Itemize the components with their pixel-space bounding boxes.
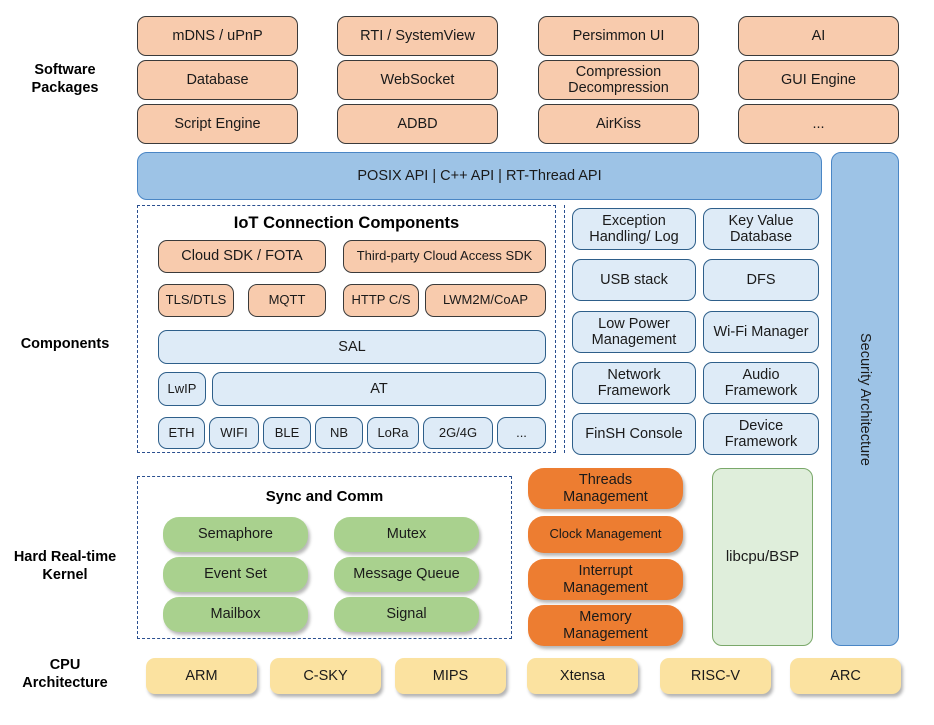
component-box[interactable]: Network Framework	[572, 362, 696, 404]
kernel-sync-box[interactable]: Signal	[334, 597, 479, 632]
iot-protocol-box[interactable]: HTTP C/S	[343, 284, 419, 317]
kernel-sync-box[interactable]: Message Queue	[334, 557, 479, 592]
cpu-arch-box[interactable]: ARC	[790, 658, 901, 694]
row-label-cpu: CPU Architecture	[22, 657, 108, 692]
iot-sal-box[interactable]: SAL	[158, 330, 546, 364]
package-box[interactable]: RTI / SystemView	[337, 16, 498, 56]
component-box[interactable]: DFS	[703, 259, 819, 301]
iot-protocol-box[interactable]: MQTT	[248, 284, 326, 317]
iot-protocol-box[interactable]: LWM2M/CoAP	[425, 284, 546, 317]
security-architecture-label: Security Architecture	[857, 332, 874, 466]
kernel-management-box[interactable]: Clock Management	[528, 516, 683, 553]
package-box[interactable]: WebSocket	[337, 60, 498, 100]
cpu-arch-box[interactable]: RISC-V	[660, 658, 771, 694]
component-box[interactable]: FinSH Console	[572, 413, 696, 455]
kernel-sync-box[interactable]: Mailbox	[163, 597, 308, 632]
iot-phy-box[interactable]: ETH	[158, 417, 205, 449]
package-box[interactable]: AirKiss	[538, 104, 699, 144]
cpu-arch-box[interactable]: MIPS	[395, 658, 506, 694]
row-label-kernel: Hard Real-time Kernel	[13, 549, 117, 584]
package-box[interactable]: Persimmon UI	[538, 16, 699, 56]
package-box[interactable]: ADBD	[337, 104, 498, 144]
kernel-sync-box[interactable]: Semaphore	[163, 517, 308, 552]
package-box[interactable]: Database	[137, 60, 298, 100]
kernel-management-box[interactable]: Threads Management	[528, 468, 683, 509]
cpu-arch-box[interactable]: C-SKY	[270, 658, 381, 694]
kernel-sync-box[interactable]: Mutex	[334, 517, 479, 552]
component-box[interactable]: Key Value Database	[703, 208, 819, 250]
sync-and-comm-frame	[137, 476, 512, 639]
libcpu-bsp-box[interactable]: libcpu/BSP	[712, 468, 813, 646]
iot-connection-components-frame	[137, 205, 556, 453]
iot-protocol-box[interactable]: TLS/DTLS	[158, 284, 234, 317]
package-box[interactable]: mDNS / uPnP	[137, 16, 298, 56]
package-box[interactable]: GUI Engine	[738, 60, 899, 100]
iot-connection-components-title: IoT Connection Components	[233, 214, 460, 232]
iot-lwip-box[interactable]: LwIP	[158, 372, 206, 406]
iot-phy-box[interactable]: WIFI	[209, 417, 259, 449]
component-box[interactable]: Exception Handling/ Log	[572, 208, 696, 250]
iot-phy-box[interactable]: BLE	[263, 417, 311, 449]
package-box[interactable]: Script Engine	[137, 104, 298, 144]
package-box[interactable]: AI	[738, 16, 899, 56]
components-column-frame	[564, 205, 822, 453]
package-box[interactable]: ...	[738, 104, 899, 144]
component-box[interactable]: Device Framework	[703, 413, 819, 455]
row-label-components: Components	[20, 336, 110, 352]
iot-phy-box[interactable]: LoRa	[367, 417, 419, 449]
iot-phy-box[interactable]: 2G/4G	[423, 417, 493, 449]
kernel-management-box[interactable]: Interrupt Management	[528, 559, 683, 600]
iot-third-party-sdk-box[interactable]: Third-party Cloud Access SDK	[343, 240, 546, 273]
iot-phy-box[interactable]: ...	[497, 417, 546, 449]
component-box[interactable]: Audio Framework	[703, 362, 819, 404]
component-box[interactable]: USB stack	[572, 259, 696, 301]
iot-at-box[interactable]: AT	[212, 372, 546, 406]
sync-and-comm-title: Sync and Comm	[265, 488, 384, 505]
cpu-arch-box[interactable]: ARM	[146, 658, 257, 694]
kernel-management-box[interactable]: Memory Management	[528, 605, 683, 646]
component-box[interactable]: Low Power Management	[572, 311, 696, 353]
api-bar: POSIX API | C++ API | RT-Thread API	[137, 152, 822, 200]
cpu-arch-box[interactable]: Xtensa	[527, 658, 638, 694]
iot-phy-box[interactable]: NB	[315, 417, 363, 449]
security-architecture-column: Security Architecture	[831, 152, 899, 646]
row-label-software-packages: Software Packages	[31, 62, 99, 97]
kernel-sync-box[interactable]: Event Set	[163, 557, 308, 592]
package-box[interactable]: Compression Decompression	[538, 60, 699, 100]
component-box[interactable]: Wi-Fi Manager	[703, 311, 819, 353]
iot-cloud-sdk-box[interactable]: Cloud SDK / FOTA	[158, 240, 326, 273]
